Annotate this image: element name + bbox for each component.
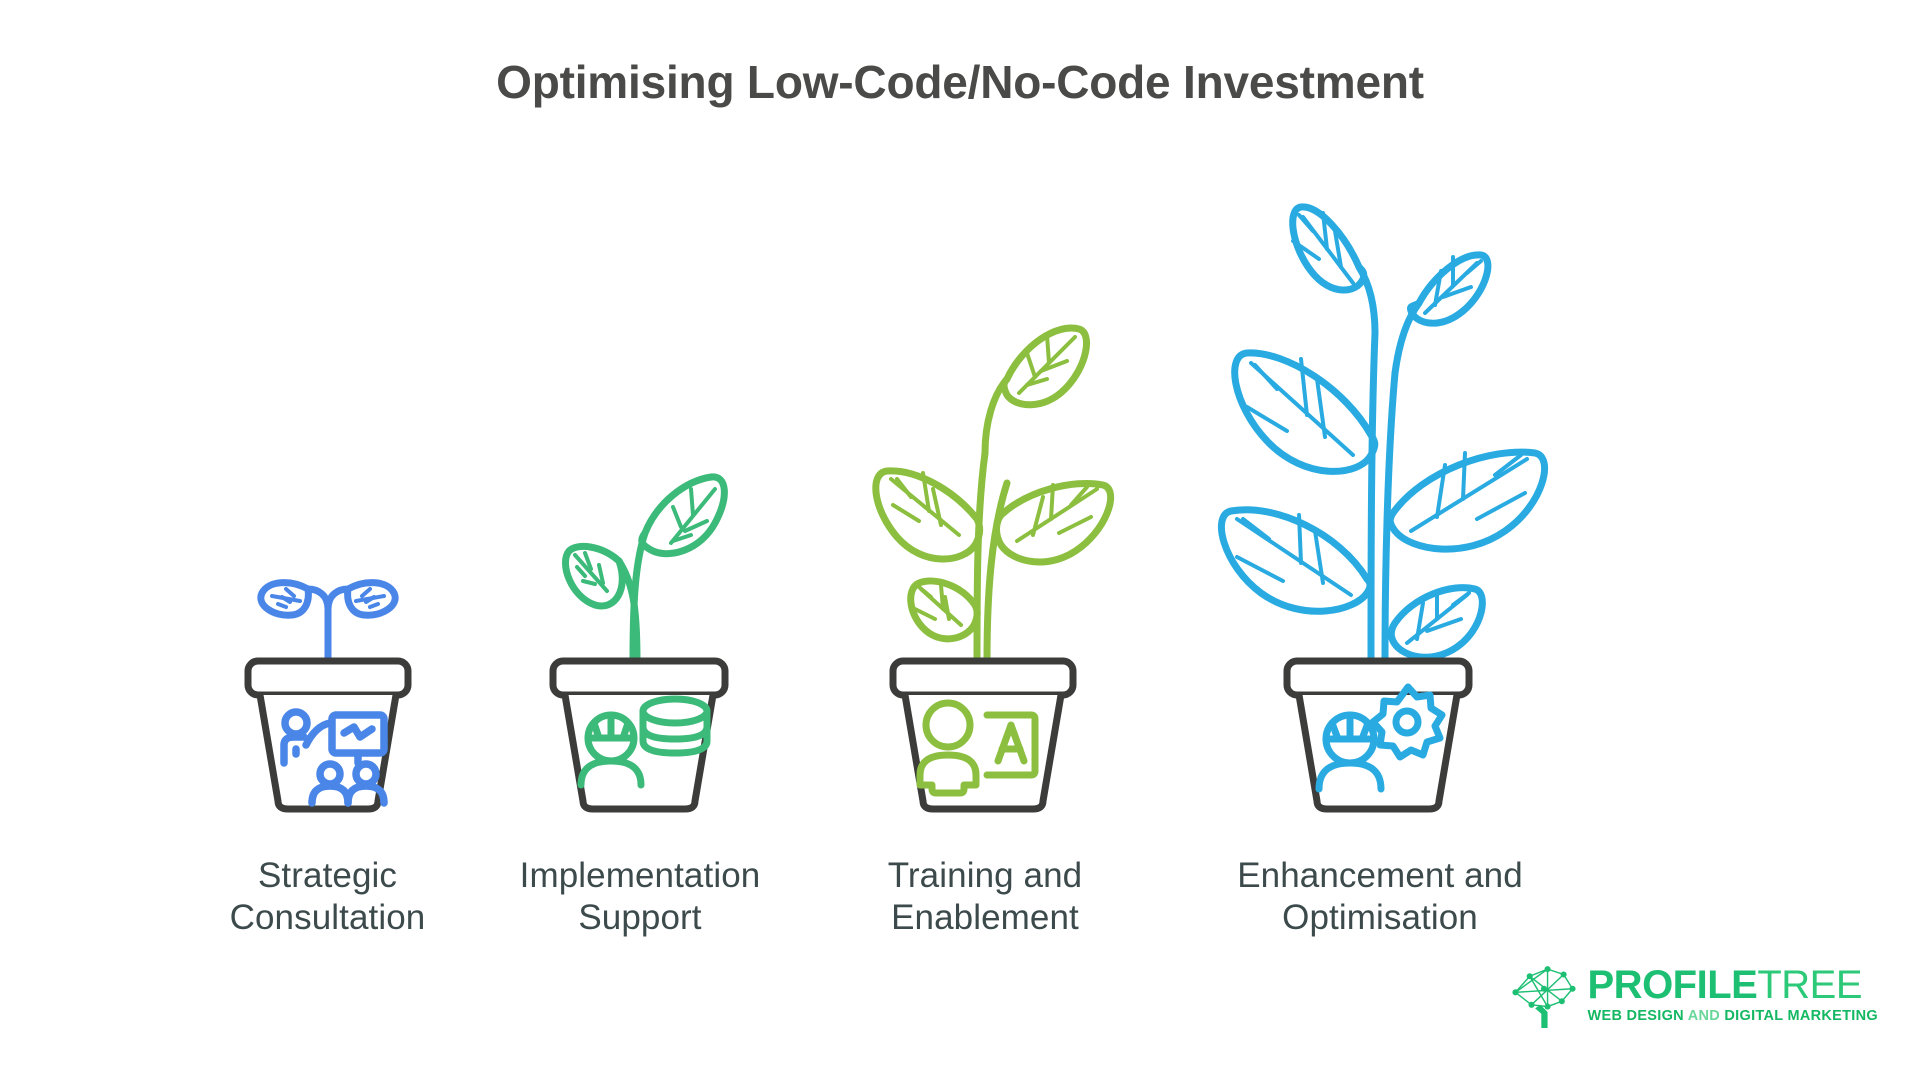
plant-illustration-1 [205, 483, 450, 813]
stage-label-2-line2: Support [578, 898, 702, 938]
page-title: Optimising Low-Code/No-Code Investment [496, 56, 1424, 108]
logo-text-block: PROFILETREE WEB DESIGN AND DIGITAL MARKE… [1587, 963, 1879, 1024]
growth-stages-row: Strategic Consultation [150, 150, 1770, 940]
logo-tagline-part3: DIGITAL MARKETING [1724, 1008, 1878, 1024]
plant-illustration-4 [1180, 183, 1580, 813]
mature-plant-in-pot-graphic-4 [1218, 203, 1548, 813]
logo-word-profile: PROFILE [1587, 963, 1758, 1007]
network-tree-logo-icon [1511, 966, 1576, 1028]
mature-plant-icon-4 [1218, 203, 1548, 665]
logo-wordmark: PROFILETREE [1587, 963, 1863, 1007]
logo-tagline-part2: AND [1687, 1008, 1725, 1024]
logo-word-tree: TREE [1757, 963, 1863, 1007]
stage-label-1-line1: Strategic [257, 855, 398, 895]
stage-label-3-line1: Training and [887, 855, 1083, 895]
sprout-in-pot-graphic-1 [244, 578, 411, 813]
stage-label-4-line1: Enhancement and [1237, 855, 1523, 895]
stage-label-1-line2: Consultation [229, 898, 426, 938]
stage-label-2: Implementation Support [520, 855, 761, 940]
seedling-in-pot-graphic-2 [549, 473, 729, 813]
presentation-training-icon [279, 707, 388, 807]
stage-card-enhancement-optimisation[interactable]: Enhancement and Optimisation [1180, 150, 1580, 940]
logo-tagline-part1: WEB DESIGN [1587, 1008, 1688, 1024]
pot-3 [889, 657, 1077, 813]
stage-label-3-line2: Enablement [891, 898, 1079, 938]
seedling-icon-2 [561, 473, 728, 665]
stage-label-4: Enhancement and Optimisation [1237, 855, 1523, 940]
logo-tagline: WEB DESIGN AND DIGITAL MARKETING [1588, 1008, 1879, 1024]
worker-gear-icon [1315, 683, 1446, 793]
stage-label-1: Strategic Consultation [230, 855, 426, 940]
sprout-icon-1 [256, 578, 399, 665]
worker-database-icon [577, 695, 711, 789]
young-plant-icon-3 [872, 324, 1115, 665]
plant-illustration-2 [490, 393, 790, 813]
person-letter-board-icon [916, 699, 1039, 797]
stage-card-training-enablement[interactable]: Training and Enablement [820, 150, 1150, 940]
young-plant-in-pot-graphic-3 [872, 324, 1115, 813]
stage-label-3: Training and Enablement [888, 855, 1082, 940]
stage-card-strategic-consultation[interactable]: Strategic Consultation [205, 150, 450, 940]
profiletree-logo[interactable]: PROFILETREE WEB DESIGN AND DIGITAL MARKE… [1508, 962, 1879, 1028]
stage-label-4-line2: Optimisation [1282, 898, 1478, 938]
stage-card-implementation-support[interactable]: Implementation Support [490, 150, 790, 940]
stage-label-2-line1: Implementation [519, 855, 761, 895]
plant-illustration-3 [820, 283, 1150, 813]
